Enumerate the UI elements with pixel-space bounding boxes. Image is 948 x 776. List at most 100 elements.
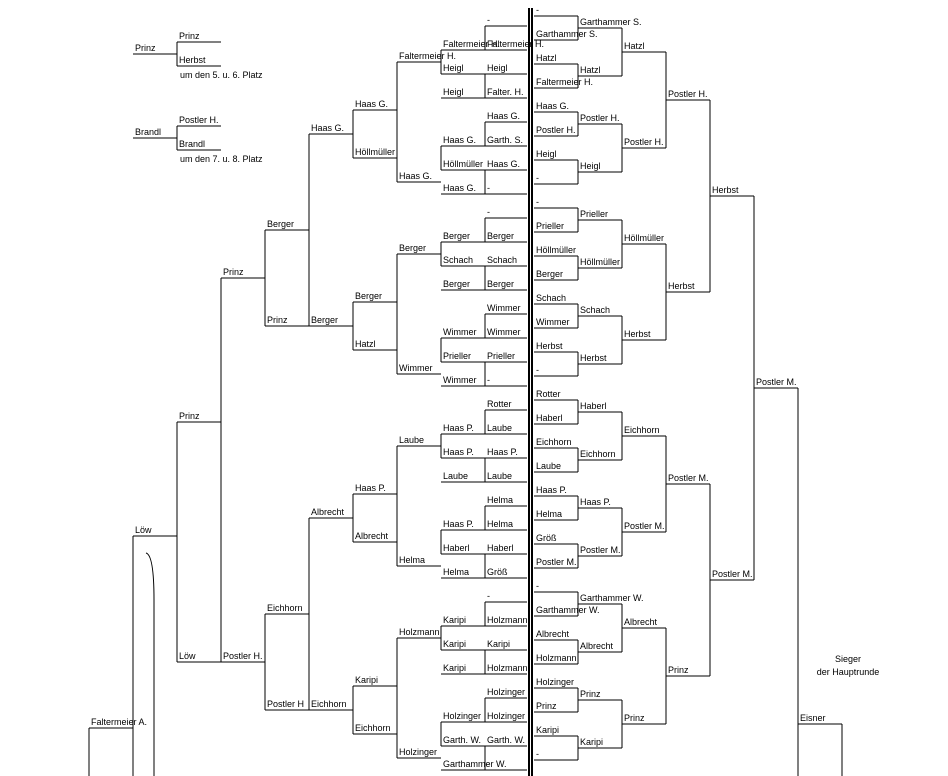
left-r1-entry: Haas P. — [443, 423, 474, 433]
right-r1-entry: Postler M. — [580, 545, 621, 555]
right-r0-entry: Haas P. — [536, 485, 567, 495]
right-r1-entry: Schach — [580, 305, 610, 315]
right-r0-entry: Holzinger — [536, 677, 574, 687]
right-r1-entry: Höllmüller — [580, 257, 620, 267]
left-r1-entry: Haas P. — [443, 447, 474, 457]
left-r1-entry: Haas G. — [443, 183, 476, 193]
placement-single: Brandl — [135, 127, 161, 137]
left-r1-entry: Berger — [443, 279, 470, 289]
right-r2-entry: Hatzl — [624, 41, 645, 51]
left-r4-entry: Albrecht — [311, 507, 345, 517]
placement-single: Prinz — [135, 43, 156, 53]
left-r0-entry: Faltermeier H. — [487, 39, 544, 49]
left-r5-entry: Prinz — [267, 315, 288, 325]
right-r1-entry: Eichhorn — [580, 449, 616, 459]
left-r1-entry: Wimmer — [443, 375, 477, 385]
left-r1-entry: Heigl — [443, 63, 464, 73]
left-r1-entry: Karipi — [443, 663, 466, 673]
right-r0-entry: - — [536, 749, 539, 759]
right-r0-entry: Helma — [536, 509, 562, 519]
left-r0-entry: Laube — [487, 423, 512, 433]
right-r1-entry: Prieller — [580, 209, 608, 219]
left-r0-entry: Wimmer — [487, 327, 521, 337]
left-r3-entry: Karipi — [355, 675, 378, 685]
left-r5-entry: Berger — [267, 219, 294, 229]
right-r0-entry: - — [536, 5, 539, 15]
right-r0-entry: Prinz — [536, 701, 557, 711]
right-r0-entry: Karipi — [536, 725, 559, 735]
left-r0-entry: Laube — [487, 471, 512, 481]
winner-caption: der Hauptrunde — [817, 667, 880, 677]
right-r0-entry: Eichhorn — [536, 437, 572, 447]
left-r0-entry: Größ — [487, 567, 508, 577]
left-r2-entry: Haas G. — [399, 171, 432, 181]
right-r1-entry: Karipi — [580, 737, 603, 747]
right-r2-entry: Prinz — [624, 713, 645, 723]
placement-top: Postler H. — [179, 115, 219, 125]
left-r1-entry: Karipi — [443, 615, 466, 625]
left-r1-entry: Haas P. — [443, 519, 474, 529]
left-r0-entry: Garth. S. — [487, 135, 523, 145]
placement-bottom: Herbst — [179, 55, 206, 65]
left-r1-entry: Garth. W. — [443, 735, 481, 745]
left-r1-entry: Karipi — [443, 639, 466, 649]
right-r1-entry: Prinz — [580, 689, 601, 699]
left-r1-entry: Wimmer — [443, 327, 477, 337]
right-r3-entry: Postler H. — [668, 89, 708, 99]
right-r2-entry: Herbst — [624, 329, 651, 339]
left-r2-entry: Laube — [399, 435, 424, 445]
right-r0-entry: Herbst — [536, 341, 563, 351]
right-r0-entry: Größ — [536, 533, 557, 543]
right-r0-entry: Wimmer — [536, 317, 570, 327]
right-r0-entry: Holzmann — [536, 653, 577, 663]
left-r3-entry: Eichhorn — [355, 723, 391, 733]
left-r4-entry: Berger — [311, 315, 338, 325]
right-r2-entry: Eichhorn — [624, 425, 660, 435]
left-r0-entry: - — [487, 759, 490, 769]
right-r0-entry: Hatzl — [536, 53, 557, 63]
right-r1-entry: Haas P. — [580, 497, 611, 507]
right-r2-entry: Postler H. — [624, 137, 664, 147]
left-r3-entry: Haas P. — [355, 483, 386, 493]
right-r3-entry: Postler M. — [668, 473, 709, 483]
left-r0-entry: Holzinger — [487, 687, 525, 697]
left-r0-entry: Helma — [487, 495, 513, 505]
left-r0-entry: Berger — [487, 279, 514, 289]
left-r2-entry: Holzinger — [399, 747, 437, 757]
right-r0-entry: Prieller — [536, 221, 564, 231]
right-r0-entry: - — [536, 197, 539, 207]
left-r0-entry: - — [487, 591, 490, 601]
left-r6-entry: Postler H. — [223, 651, 263, 661]
left-r1-entry: Helma — [443, 567, 469, 577]
left-r3-entry: Haas G. — [355, 99, 388, 109]
left-r1-entry: Berger — [443, 231, 470, 241]
right-r0-entry: Faltermeier H. — [536, 77, 593, 87]
left-r0-entry: Haas G. — [487, 111, 520, 121]
left-final-entry: Faltermeier A. — [91, 717, 147, 727]
right-r0-entry: - — [536, 581, 539, 591]
left-r4-entry: Eichhorn — [311, 699, 347, 709]
left-r0-entry: - — [487, 183, 490, 193]
left-r0-entry: Holzinger — [487, 711, 525, 721]
left-r0-entry: - — [487, 207, 490, 217]
left-r5-entry: Eichhorn — [267, 603, 303, 613]
right-r4-entry: Herbst — [712, 185, 739, 195]
left-r0-entry: Haas P. — [487, 447, 518, 457]
left-r2-entry: Faltermeier H. — [399, 51, 456, 61]
left-r3-entry: Berger — [355, 291, 382, 301]
left-r1-entry: Prieller — [443, 351, 471, 361]
right-r0-entry: Albrecht — [536, 629, 570, 639]
right-r1-entry: Heigl — [580, 161, 601, 171]
right-r1-entry: Haberl — [580, 401, 607, 411]
left-r0-entry: Holzmann — [487, 663, 528, 673]
right-r0-entry: Haas G. — [536, 101, 569, 111]
right-r1-entry: Postler H. — [580, 113, 620, 123]
right-r4-entry: Postler M. — [712, 569, 753, 579]
right-r0-entry: Laube — [536, 461, 561, 471]
left-r1-entry: Faltermeier H. — [443, 39, 500, 49]
left-r1-entry: Heigl — [443, 87, 464, 97]
left-r5-entry: Postler H — [267, 699, 304, 709]
left-r0-entry: Rotter — [487, 399, 512, 409]
left-r2-entry: Helma — [399, 555, 425, 565]
